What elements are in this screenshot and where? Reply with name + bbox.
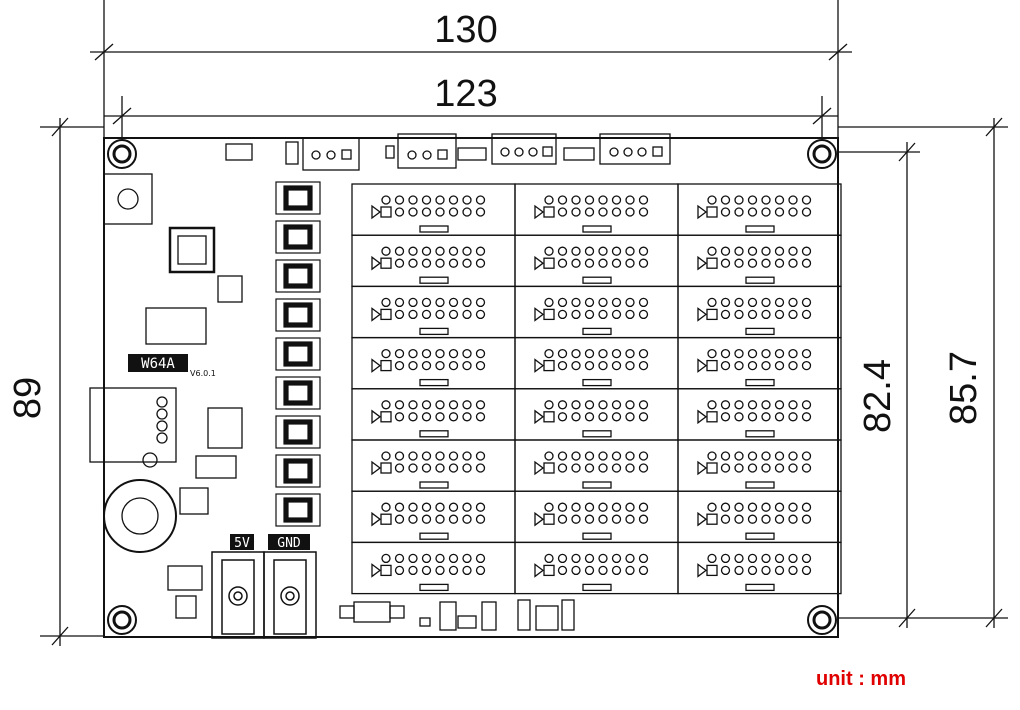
resistor-array [275, 298, 321, 332]
hub-connector [677, 439, 842, 492]
dim-130-label: 130 [434, 9, 497, 51]
resistor-array [275, 376, 321, 410]
dim-123-label: 123 [434, 73, 497, 115]
reset-button [103, 173, 153, 225]
hub-connector [351, 388, 516, 441]
hub-connector [514, 234, 679, 288]
label-5v: 5V [234, 536, 250, 551]
hub-connector [677, 183, 842, 236]
hub-connector [351, 234, 516, 288]
hub-connector [514, 183, 679, 236]
hub-connector [514, 490, 679, 544]
bottom-components [339, 599, 575, 631]
label-5v-bg [230, 534, 254, 550]
hub-connector [677, 336, 842, 390]
hub-connector-grid [351, 183, 842, 595]
power-terminals [211, 551, 317, 639]
hub-connector [677, 285, 842, 339]
mounting-holes [107, 139, 837, 635]
resistor-array [275, 493, 321, 527]
label-gnd: GND [277, 536, 301, 551]
hub-connector [351, 183, 516, 236]
left-components [89, 173, 243, 619]
hub-connector [514, 541, 679, 595]
version-label: V6.0.1 [190, 369, 216, 378]
model-label: W64A [141, 356, 175, 372]
hub-connector [514, 285, 679, 339]
resistor-array [275, 259, 321, 293]
flash-chip [145, 307, 207, 345]
hub-connector [351, 541, 516, 595]
battery-holder [103, 479, 177, 553]
resistor-array-column [275, 181, 321, 527]
hub-connector [351, 439, 516, 492]
resistor-array [275, 454, 321, 488]
resistor-array [275, 181, 321, 215]
hub-connector [351, 336, 516, 390]
resistor-array [275, 415, 321, 449]
hub-connector [677, 490, 842, 544]
unit-note: unit : mm [816, 668, 906, 690]
resistor-array [275, 337, 321, 371]
label-gnd-bg [268, 534, 310, 550]
dim-89-label: 89 [7, 377, 49, 419]
hub-connector [677, 541, 842, 595]
hub-connector [351, 490, 516, 544]
hub-connector [677, 234, 842, 288]
dim-82-4-label: 82.4 [857, 359, 899, 433]
model-label-bg [128, 354, 188, 372]
hub-connector [514, 439, 679, 492]
hub-connector [514, 336, 679, 390]
hub-connector [677, 388, 842, 441]
mcu-chip [168, 226, 216, 274]
resistor-array [275, 220, 321, 254]
top-connectors [225, 133, 671, 171]
network-port [89, 387, 177, 463]
hub-connector [351, 285, 516, 339]
hub-connector [514, 388, 679, 441]
dim-85-7-label: 85.7 [943, 351, 985, 425]
